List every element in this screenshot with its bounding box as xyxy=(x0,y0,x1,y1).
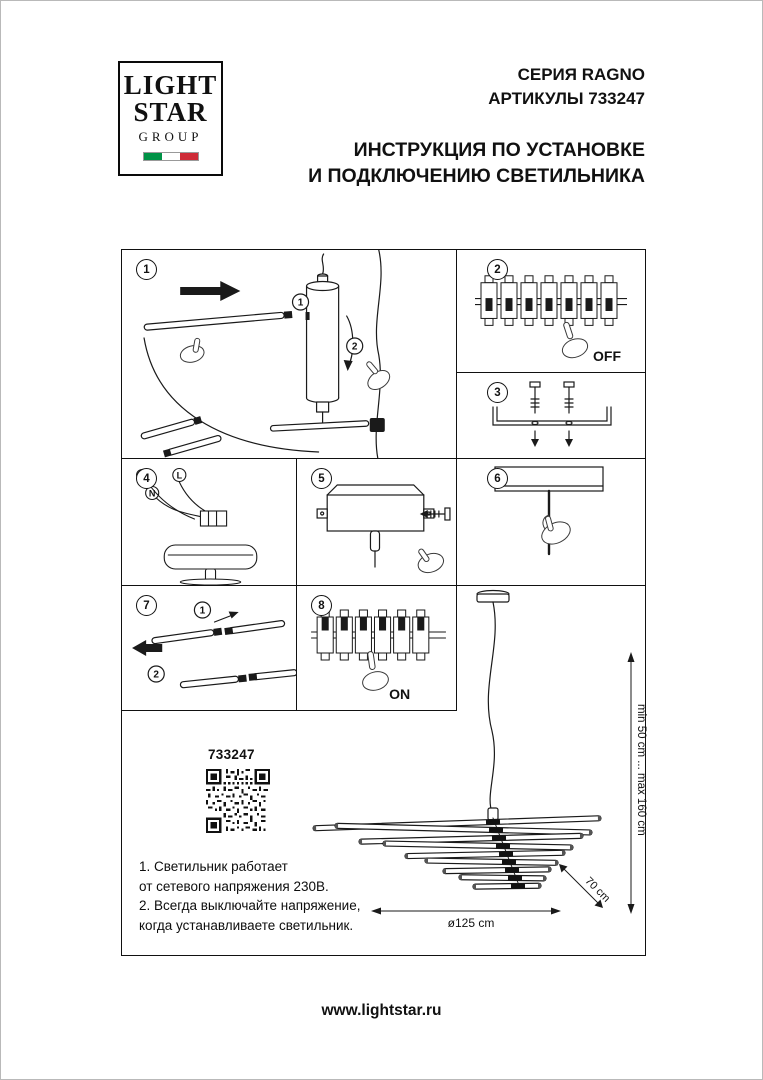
step7-substep-1: 1 xyxy=(200,606,206,617)
page-title-line2: И ПОДКЛЮЧЕНИЮ СВЕТИЛЬНИКА xyxy=(308,165,645,187)
series-name: СЕРИЯ RAGNO xyxy=(517,65,645,84)
step7-rod-assembly-illustration: 1 2 xyxy=(132,601,296,689)
website-url: www.lightstar.ru xyxy=(321,1002,442,1019)
italian-flag-icon xyxy=(142,152,199,161)
terminal-n-label: N xyxy=(149,489,156,499)
step6-mounting-illustration xyxy=(494,466,604,556)
step-panel-3: 3 xyxy=(457,373,645,459)
step-number-badge: 1 xyxy=(136,259,157,280)
step-number-badge: 3 xyxy=(487,382,508,403)
step1-illustration: 1 2 xyxy=(140,250,391,458)
height-dimension-label: min 50 cm ... max 160 cm xyxy=(635,704,647,836)
page-title-line1: ИНСТРУКЦИЯ ПО УСТАНОВКЕ xyxy=(353,139,645,161)
terminal-l-label: L xyxy=(177,471,183,481)
step-panel-1: 1 xyxy=(122,250,457,459)
step-panel-4: 4 L N xyxy=(122,459,297,586)
step-number-badge: 2 xyxy=(487,259,508,280)
qr-code xyxy=(206,769,270,833)
step1-substep-1: 1 xyxy=(298,298,304,309)
step-number-badge: 4 xyxy=(136,468,157,489)
logo-light: LIGHT xyxy=(123,70,218,100)
step2-breakers-off-illustration: OFF xyxy=(475,275,627,364)
chandelier-panel xyxy=(457,586,645,955)
page-title: ИНСТРУКЦИЯ ПО УСТАНОВКЕ И ПОДКЛЮЧЕНИЮ СВ… xyxy=(308,137,645,189)
instruction-grid: 1 xyxy=(121,249,646,956)
article-number: 733247 xyxy=(208,747,255,762)
note-line-3: 2. Всегда выключайте напряжение, xyxy=(139,898,361,913)
safety-notes: 1. Светильник работает от сетевого напря… xyxy=(139,857,360,935)
step3-bracket-illustration xyxy=(492,381,612,447)
step-panel-7: 7 xyxy=(122,586,297,711)
step7-substep-2: 2 xyxy=(153,670,159,681)
step1-substep-2: 2 xyxy=(352,342,358,353)
step-number-badge: 7 xyxy=(136,595,157,616)
on-label: ON xyxy=(389,686,410,702)
step-number-badge: 5 xyxy=(311,468,332,489)
step-panel-2: 2 xyxy=(457,250,645,373)
logo-star: STAR xyxy=(133,97,208,127)
diameter-dimension-label: ø125 cm xyxy=(447,916,495,930)
note-line-1: 1. Светильник работает xyxy=(139,859,288,874)
logo-group: GROUP xyxy=(138,129,203,144)
note-line-2: от сетевого напряжения 230В. xyxy=(139,878,329,894)
header: СЕРИЯ RAGNO АРТИКУЛЫ 733247 ИНСТРУКЦИЯ П… xyxy=(308,63,645,189)
step5-canopy-screw-illustration xyxy=(316,484,451,574)
article-list: АРТИКУЛЫ 733247 xyxy=(488,89,645,108)
info-panel: 733247 1. Светильник работает от сетевог… xyxy=(122,711,457,955)
note-line-4: когда устанавливаете светильник. xyxy=(139,917,354,933)
step-panel-5: 5 xyxy=(297,459,457,586)
step-panel-6: 6 xyxy=(457,459,645,586)
step8-breakers-on-illustration: ON xyxy=(311,609,446,702)
off-label: OFF xyxy=(593,348,621,364)
step-number-badge: 6 xyxy=(487,468,508,489)
step-number-badge: 8 xyxy=(311,595,332,616)
step-panel-8: 8 ON xyxy=(297,586,457,711)
lightstar-logo: LIGHT STAR GROUP xyxy=(118,61,223,176)
